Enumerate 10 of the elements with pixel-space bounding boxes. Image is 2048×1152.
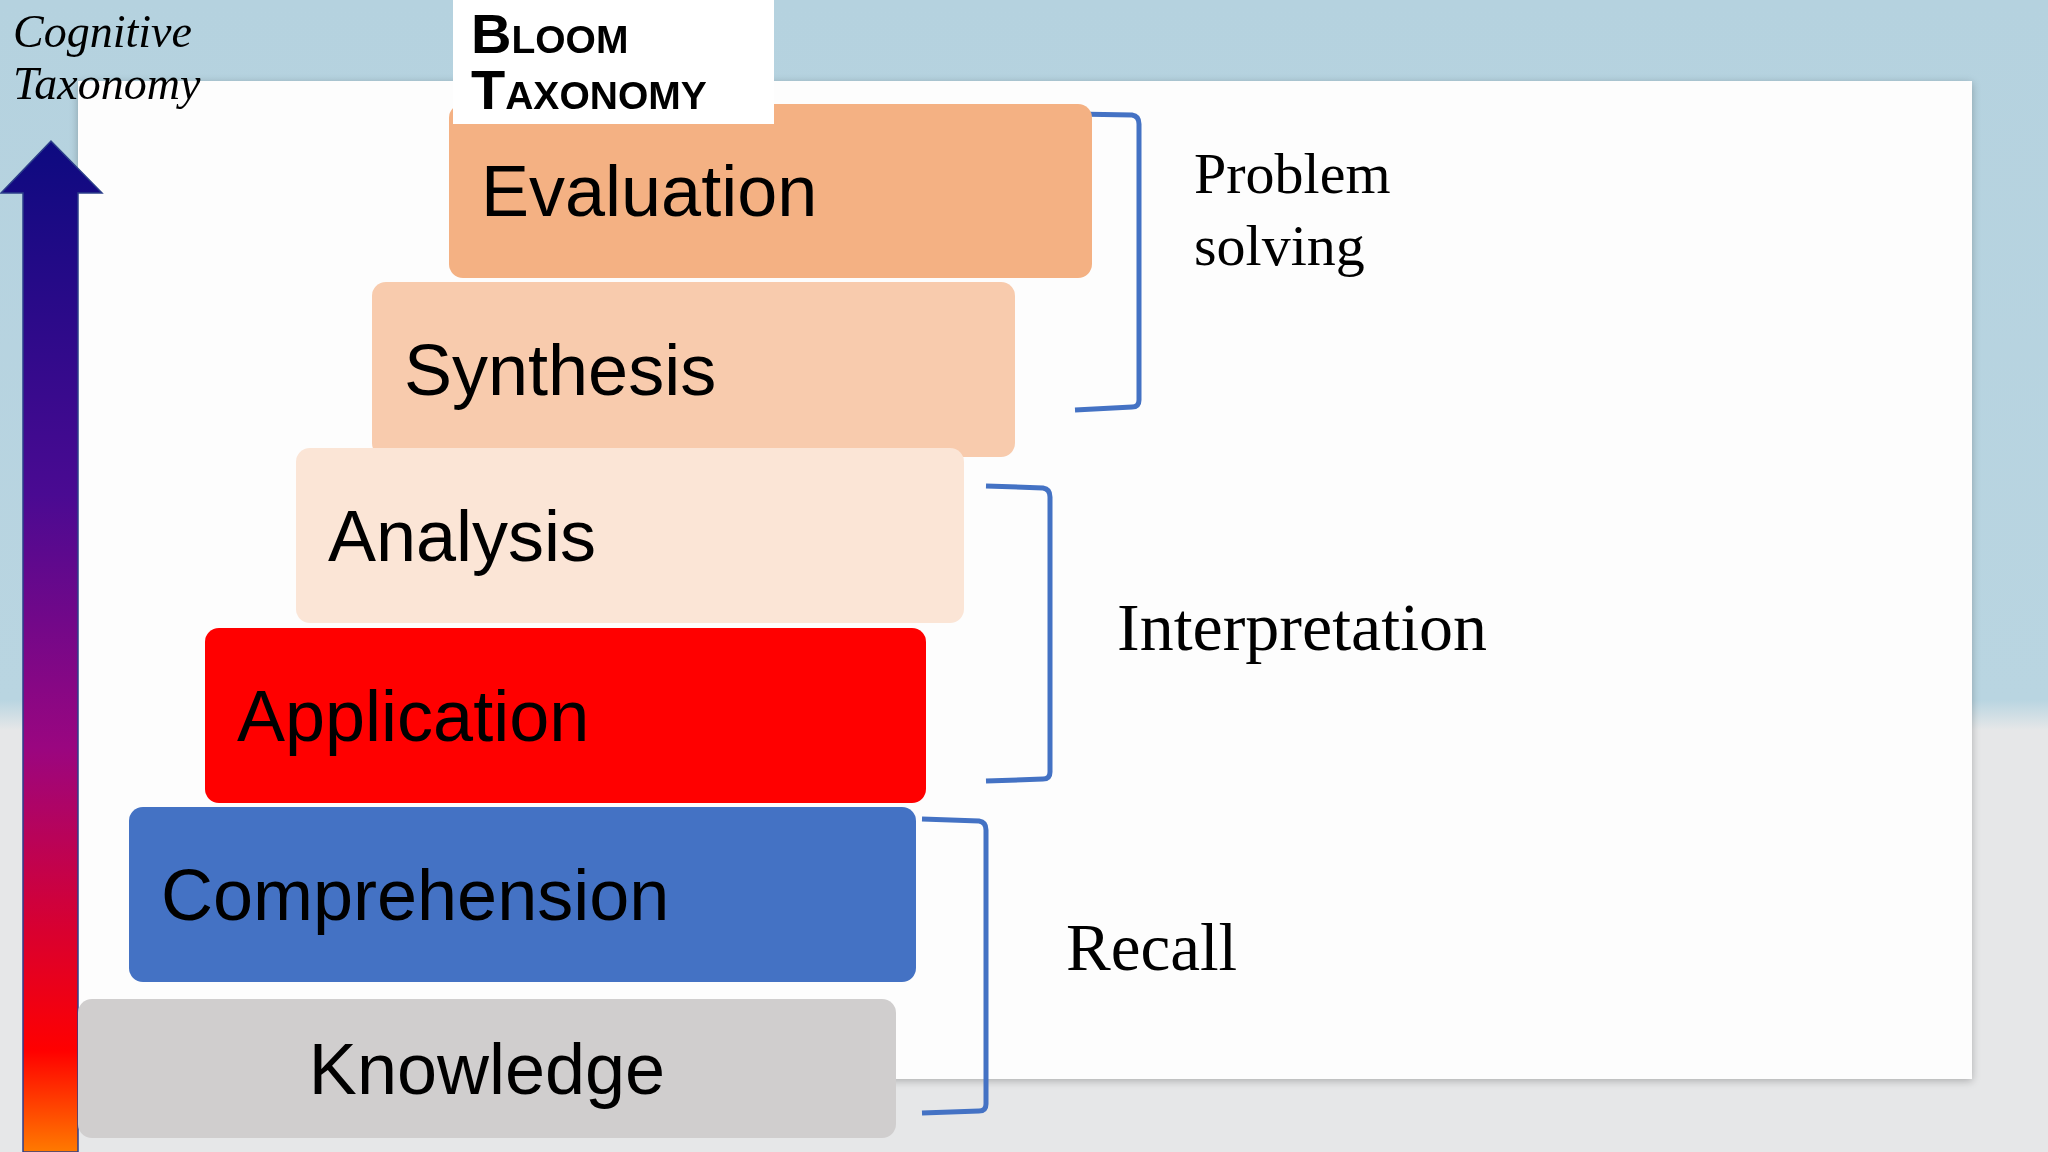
- step-box: Application: [205, 628, 926, 803]
- step-box: Analysis: [296, 448, 964, 623]
- level-label: Problem solving: [1194, 140, 1392, 280]
- axis-label: Cognitive Taxonomy: [13, 6, 202, 110]
- title: Bloom Taxonomy: [453, 0, 774, 124]
- step-box: Synthesis: [372, 282, 1015, 457]
- level-label: Interpretation: [1117, 588, 1489, 666]
- level-label: Recall: [1066, 909, 1239, 986]
- step-box: Knowledge: [78, 999, 896, 1138]
- step-box: Comprehension: [129, 807, 916, 982]
